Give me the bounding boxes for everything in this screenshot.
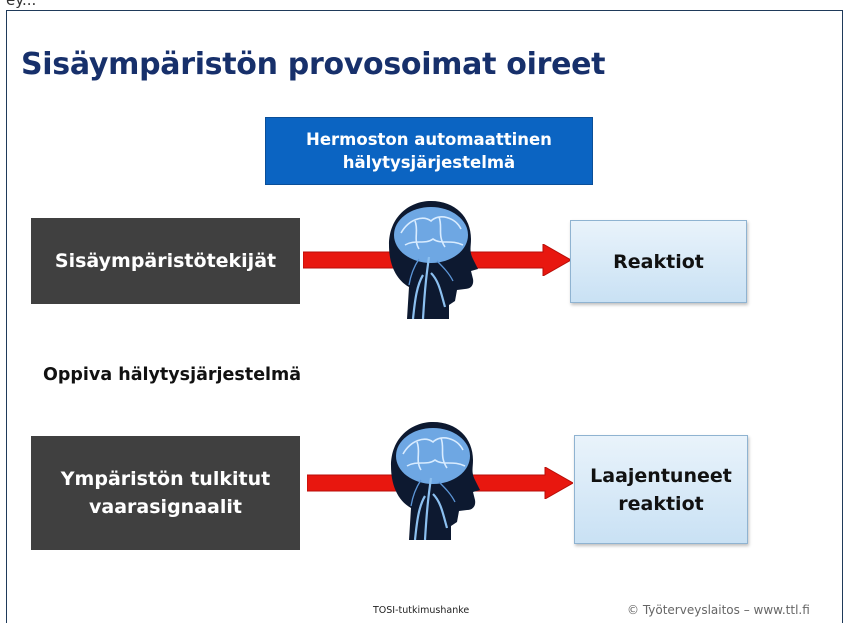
brain-head-icon — [391, 422, 480, 540]
top-caption: ey... — [6, 0, 37, 9]
extended-reactions-line2: reaktiot — [618, 492, 704, 515]
danger-signals-line1: Ympäristön tulkitut — [60, 468, 271, 490]
extended-reactions-box: Laajentuneet reaktiot — [574, 435, 748, 544]
indoor-factors-box: Sisäympäristötekijät — [31, 218, 300, 304]
danger-signals-box: Ympäristön tulkitut vaarasignaalit — [31, 436, 300, 550]
extended-reactions-line1: Laajentuneet — [590, 464, 732, 487]
reactions-label: Reaktiot — [613, 250, 704, 273]
alarm-system-box: Hermoston automaattinen hälytysjärjestel… — [265, 117, 593, 185]
indoor-factors-label: Sisäympäristötekijät — [54, 250, 277, 272]
slide: Sisäympäristön provosoimat oireet Hermos… — [6, 10, 843, 623]
footer-project: TOSI-tutkimushanke — [373, 605, 470, 616]
alarm-system-line2: hälytysjärjestelmä — [342, 153, 516, 172]
danger-signals-line2: vaarasignaalit — [89, 496, 242, 518]
reactions-box: Reaktiot — [570, 220, 747, 303]
slide-title: Sisäympäristön provosoimat oireet — [21, 47, 606, 82]
footer-copyright: © Työterveyslaitos – www.ttl.fi — [627, 603, 810, 617]
section-heading: Oppiva hälytysjärjestelmä — [43, 365, 302, 385]
brain-head-icon — [389, 201, 478, 319]
alarm-system-line1: Hermoston automaattinen — [306, 130, 552, 149]
